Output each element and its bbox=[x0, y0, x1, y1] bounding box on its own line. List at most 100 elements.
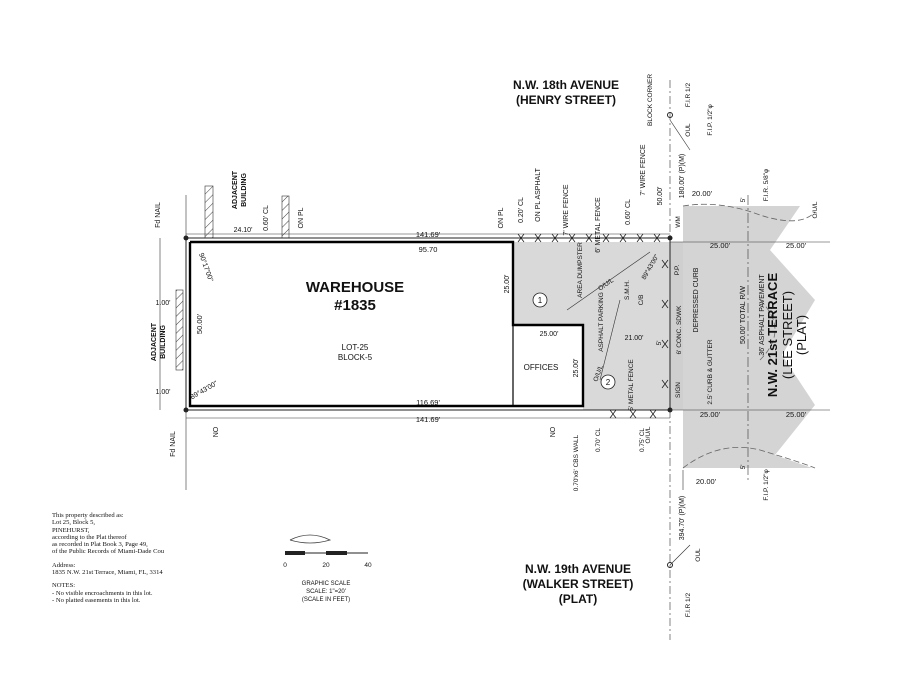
dim-bottom-outer-label: 141.69' bbox=[416, 415, 441, 424]
offices-label: OFFICES bbox=[524, 363, 559, 372]
bottom-corner-marker bbox=[667, 562, 673, 568]
street-edge bbox=[682, 203, 816, 469]
total-rw-label: 50.00' TOTAL R/W bbox=[740, 286, 747, 344]
block-corner: BLOCK CORNER bbox=[647, 74, 654, 126]
property-notes: This property described as: Lot 25, Bloc… bbox=[52, 512, 272, 604]
ave19-plat: (PLAT) bbox=[559, 592, 597, 606]
no-label-2: NO bbox=[550, 426, 557, 437]
curb-gutter: 2.5' CURB & GUTTER bbox=[707, 339, 714, 404]
conc-sdwk: 6' CONC. SDWK bbox=[676, 305, 683, 355]
wm-label-top: WM bbox=[675, 216, 682, 228]
cl-020: 0.20' CL bbox=[518, 197, 525, 223]
row-25-top-left: 25.00' bbox=[710, 241, 731, 250]
leader-oul-4 bbox=[669, 544, 691, 566]
cl-075: 0.75' CL bbox=[639, 428, 646, 452]
adjacent-wall-top bbox=[204, 185, 214, 239]
notes-line-4: according to the Plat thereof bbox=[52, 533, 127, 541]
sign-label: SIGN bbox=[675, 382, 682, 398]
wire-fence-7: 7' WIRE FENCE bbox=[563, 184, 570, 235]
row-25-top-right: 25.00' bbox=[786, 241, 807, 250]
cl-060: 0.60' CL bbox=[625, 199, 632, 225]
notes-heading: NOTES: bbox=[52, 582, 76, 590]
cbs-wall: 0.70'x6' CBS WALL bbox=[573, 434, 580, 491]
address-heading: Address: bbox=[52, 561, 76, 569]
fip-12-top: F.I.P. 1/2"φ bbox=[707, 104, 714, 135]
oul-bot-label: OUL bbox=[695, 548, 702, 562]
depressed-curb: DEPRESSED CURB bbox=[693, 267, 700, 332]
metal-fence-6: 6' METAL FENCE bbox=[595, 197, 602, 253]
adjacent-wall-top-right bbox=[281, 195, 290, 239]
on-pl-adj: ON PL bbox=[298, 207, 305, 228]
adjacent-top-line1: ADJACENT bbox=[232, 170, 239, 209]
row-5-top: 5' bbox=[740, 198, 747, 203]
notes-line-1: This property described as: bbox=[52, 512, 124, 519]
notes-line-2: Lot 25, Block 5, bbox=[52, 519, 96, 527]
leader-oul-1 bbox=[566, 251, 651, 311]
cb-label: C/B bbox=[638, 295, 645, 306]
adjacent-left-line2: BUILDING bbox=[160, 325, 167, 359]
fd-nail-top: Fd NAIL bbox=[155, 202, 162, 228]
dim-left-depth-label: 50.00' bbox=[195, 313, 204, 334]
note-circle-1 bbox=[532, 292, 548, 308]
cl-070: 0.70' CL bbox=[595, 428, 602, 452]
fir-12-bot: F.I.R 1/2 bbox=[685, 593, 692, 618]
terrace-subname: (LEE STREET) bbox=[780, 291, 795, 379]
dim-top-outer-label: 141.69' bbox=[416, 230, 441, 239]
dim-bottom-inner-label: 116.69' bbox=[416, 398, 440, 407]
smh-label: S.M.H. bbox=[624, 280, 631, 300]
oul-4: O/U/L bbox=[812, 201, 819, 218]
area-dumpster: AREA DUMPSTER bbox=[577, 242, 584, 298]
dim-left-offset-top: 1.00' bbox=[156, 300, 171, 307]
warehouse-outline bbox=[188, 240, 585, 408]
row-20-bot: 20.00' bbox=[696, 477, 717, 486]
fd-nail-bottom: Fd NAIL bbox=[170, 431, 177, 457]
scale-label-2: SCALE: 1"=20' bbox=[306, 589, 346, 595]
notes-line-5: as recorded in Plat Book 3, Page 49, bbox=[52, 541, 148, 549]
dim-top-inner-label: 95.70 bbox=[419, 245, 438, 254]
terrace-plat: (PLAT) bbox=[794, 315, 809, 355]
on-pl-right: ON PL bbox=[498, 207, 505, 228]
scale-label-1: GRAPHIC SCALE bbox=[302, 581, 351, 587]
ave19-dist-label: 394.70' (P)(M) bbox=[679, 496, 686, 541]
sidewalk-shading bbox=[670, 242, 683, 410]
ave19-subname: (WALKER STREET) bbox=[523, 577, 634, 591]
scale-tick-20: 20 bbox=[322, 562, 330, 569]
oul-3: O/U/L bbox=[645, 426, 652, 443]
adjacent-wall-left bbox=[175, 289, 184, 371]
adjacent-top-line2: BUILDING bbox=[241, 173, 248, 207]
row-25-bot-right: 25.00' bbox=[786, 410, 807, 419]
adjacent-left-line1: ADJACENT bbox=[151, 322, 158, 361]
notes-line-6: of the Public Records of Miami-Dade Cou bbox=[52, 548, 165, 556]
parking-shading bbox=[513, 242, 670, 410]
no-label-1: NO bbox=[213, 426, 220, 437]
asphalt-pavement-label: 36' ASPHALT PAVEMENT bbox=[759, 274, 766, 356]
right-of-way-shading bbox=[683, 206, 815, 468]
notch-horiz-label: 25.00' bbox=[540, 331, 559, 338]
notes-line-3: PINEHURST, bbox=[52, 526, 90, 534]
note-circle-2 bbox=[600, 374, 616, 390]
pp-label: P.P. bbox=[674, 265, 681, 276]
fip-12-bot: F.I.P. 1/2"φ bbox=[763, 469, 770, 500]
scale-label-3: (SCALE IN FEET) bbox=[302, 597, 350, 603]
on-pl-asphalt: ON PL ASPHALT bbox=[535, 167, 542, 221]
warehouse-title: WAREHOUSE bbox=[306, 279, 404, 296]
notch-vert-label: 25.00' bbox=[504, 275, 511, 294]
ave18-name: N.W. 18th AVENUE bbox=[513, 78, 619, 92]
address-text: 1835 N.W. 21st Terrace, Miami, FL, 3314 bbox=[52, 569, 163, 577]
leader-oul-3 bbox=[669, 119, 691, 151]
dim-left-offset-bottom: 1.00' bbox=[156, 389, 171, 396]
scale-tick-40: 40 bbox=[364, 562, 372, 569]
oul-top-label: OUL bbox=[685, 123, 692, 137]
right-5-label: 5' bbox=[656, 341, 663, 346]
row-25-bot-left: 25.00' bbox=[700, 410, 721, 419]
scale-tick-0: 0 bbox=[283, 562, 287, 569]
asphalt-parking: ASPHALT PARKING bbox=[598, 292, 605, 352]
dist-50-label: 50.00' bbox=[657, 187, 664, 206]
ave18-dist-label: 180.00' (P)(M) bbox=[679, 154, 686, 199]
adj-top-cl-label: 0.60' CL bbox=[263, 205, 270, 231]
note-circle-2-label: 2 bbox=[606, 378, 611, 387]
leader-oul-2 bbox=[599, 299, 621, 381]
terrace-name: N.W. 21st TERRACE bbox=[765, 273, 780, 398]
block-label: BLOCK-5 bbox=[338, 353, 373, 362]
row-5-bot: 5' bbox=[740, 465, 747, 470]
